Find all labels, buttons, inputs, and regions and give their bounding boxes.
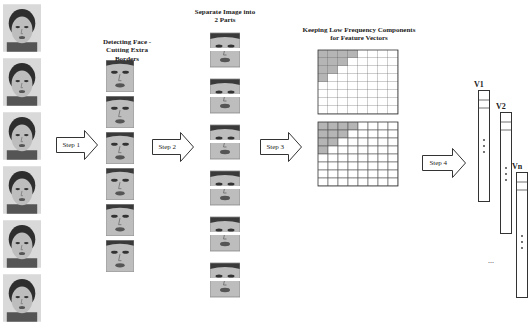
feature-vector: V1 — [474, 80, 494, 202]
vector-label: Vn — [512, 162, 532, 172]
panel-heading: Separate Image into 2 Parts — [193, 8, 257, 25]
step-label: Step 3 — [266, 143, 284, 151]
arrow-outline — [57, 131, 98, 160]
step-panel: Keeping Low Frequency Components for Fea… — [300, 26, 418, 43]
step-label: Step 2 — [158, 143, 176, 151]
step-label: Step 1 — [62, 141, 80, 149]
step-arrow: Step 3 — [260, 132, 302, 162]
feature-vector: Vn — [512, 162, 532, 298]
vector-label: V1 — [474, 80, 494, 90]
face-column-split — [208, 33, 242, 297]
face-column-cropped — [106, 60, 134, 272]
vector-bar — [500, 112, 512, 234]
step-arrow: Step 2 — [152, 132, 194, 162]
step-panel: Detecting Face - Cutting Extra Borders — [98, 38, 156, 64]
vector-segments — [478, 100, 528, 249]
panel-heading: Keeping Low Frequency Components for Fea… — [300, 26, 418, 43]
step-arrow: Step 4 — [422, 148, 466, 178]
grid-lines-second — [318, 122, 398, 186]
vector-bar — [516, 172, 528, 298]
panel-heading: Detecting Face - Cutting Extra Borders — [98, 38, 156, 63]
ellipsis-label: ... — [488, 256, 494, 265]
arrow-outline — [153, 133, 194, 162]
step-arrow: Step 1 — [56, 130, 98, 160]
face-column-original — [3, 4, 41, 322]
arrow-outline — [423, 149, 466, 178]
vector-label: V2 — [496, 102, 516, 112]
step-panel: Separate Image into 2 Parts — [193, 8, 257, 25]
step-label: Step 4 — [429, 159, 447, 167]
vector-bar — [478, 90, 490, 202]
dct-grid — [318, 50, 398, 186]
arrow-outline — [261, 133, 302, 162]
